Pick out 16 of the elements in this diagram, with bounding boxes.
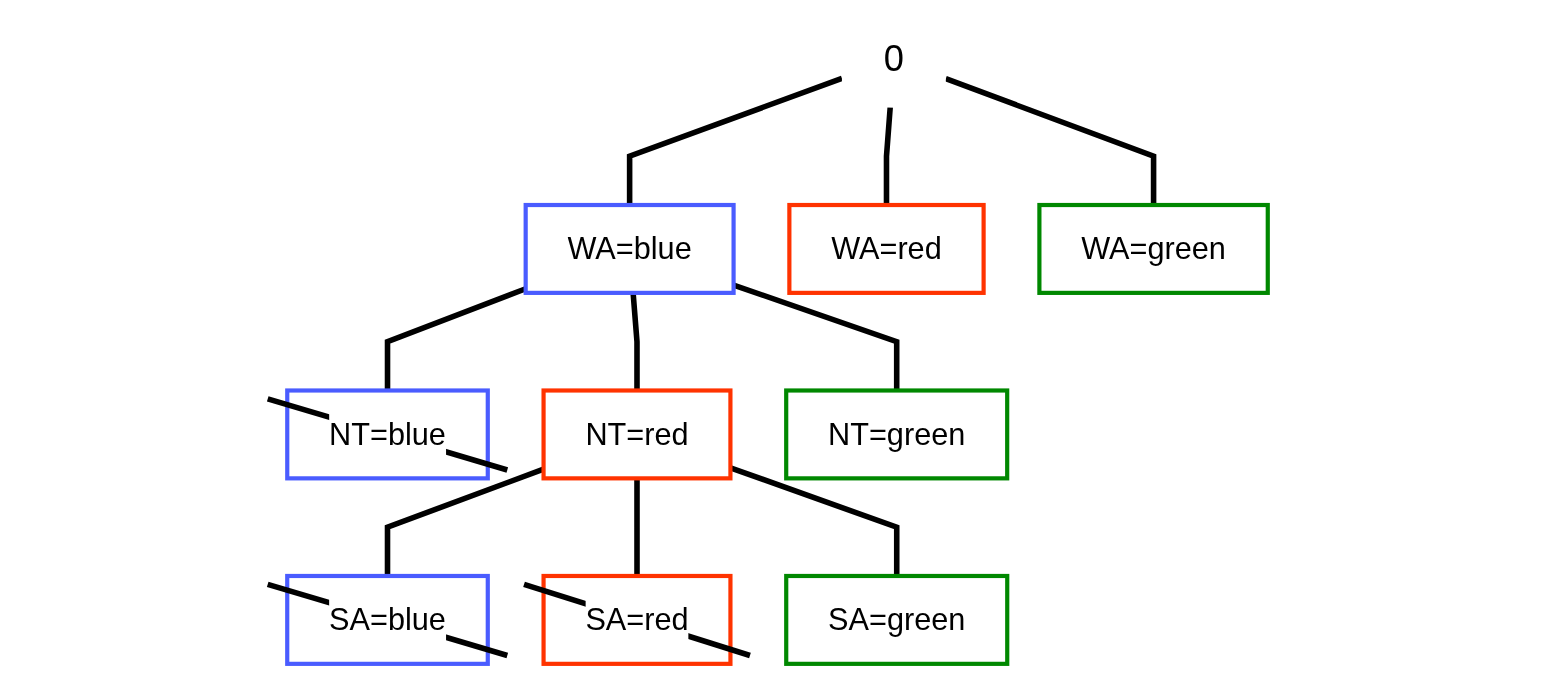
node-box: NT=red — [541, 388, 733, 481]
connector — [883, 107, 893, 205]
connector — [630, 292, 640, 391]
node-box: SA=green — [784, 573, 1010, 666]
node-box: WA=red — [787, 202, 986, 295]
node-box: NT=blue — [285, 388, 490, 481]
connector — [634, 478, 640, 576]
connector — [944, 76, 1157, 205]
connector — [626, 75, 843, 205]
node-text: 0 — [883, 37, 904, 80]
node-box: WA=green — [1037, 202, 1270, 295]
node-box: SA=blue — [285, 573, 490, 666]
node-box: WA=blue — [523, 202, 736, 295]
node-box: SA=red — [541, 573, 733, 666]
node-box: NT=green — [784, 388, 1010, 481]
connector — [384, 286, 527, 391]
